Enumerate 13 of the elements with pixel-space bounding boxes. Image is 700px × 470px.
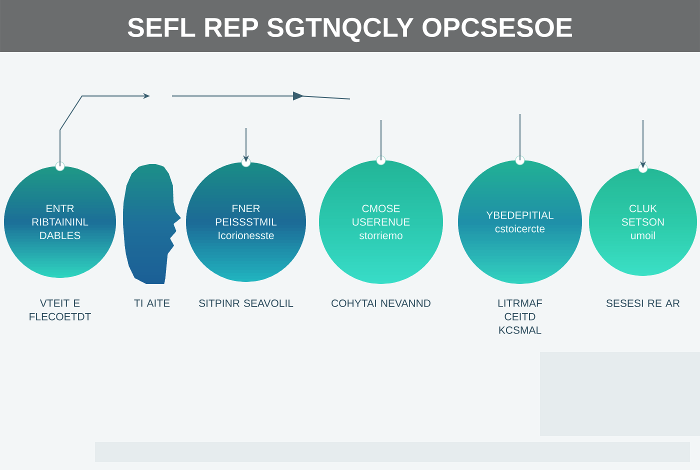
- step-caption: LITRMAF CEITD KCSMAL: [498, 300, 542, 334]
- step-caption: SESESI RE AR: [606, 300, 680, 307]
- step-caption: TI AITE: [134, 300, 170, 307]
- step-caption: SITPINR SEAVOLIL: [199, 300, 294, 307]
- step-label: CMOSE USERENUE storriemo: [352, 204, 410, 240]
- step-label: CLUK SETSON umoil: [622, 204, 664, 240]
- step-label: FNER PEISSSTMIL Icorionesste: [216, 204, 277, 240]
- step-label: ENTR RIBTAININL DABLES: [32, 204, 88, 240]
- step-label: YBEDEPITIAL cstoicercte: [486, 212, 554, 232]
- step-caption: VTEIT E FLECOETDT: [30, 300, 91, 320]
- step-caption: COHYTAI NEVANND: [332, 300, 430, 307]
- title-banner: SEFL REP SGTNQCLY OPCSESOE: [0, 0, 700, 52]
- connector-line: [380, 120, 382, 161]
